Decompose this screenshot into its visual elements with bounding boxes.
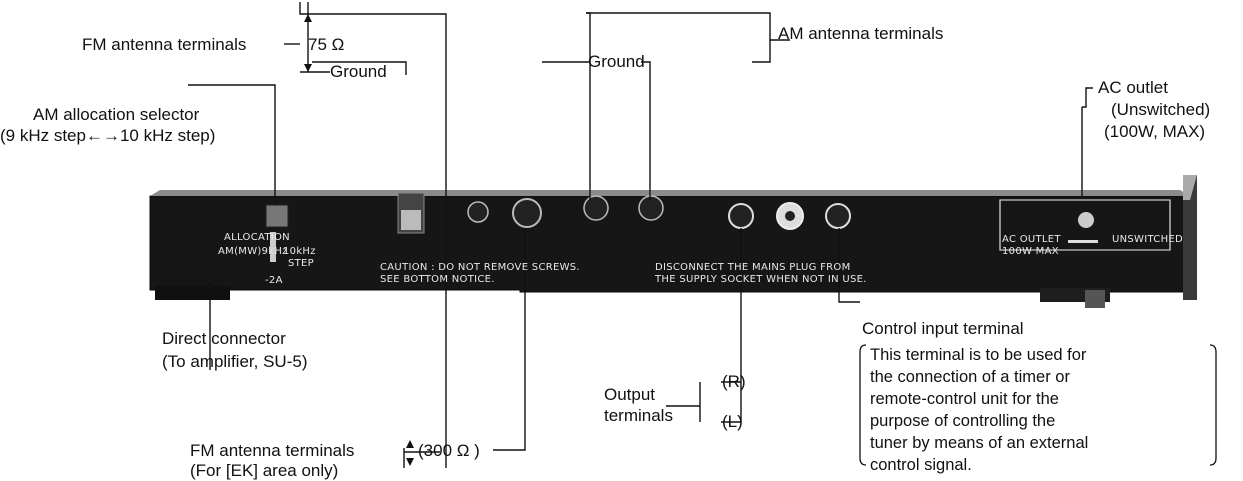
output-r-label: (R) bbox=[722, 372, 746, 391]
output-jack-l-hole bbox=[785, 211, 795, 221]
panel-model: -2A bbox=[265, 275, 283, 286]
am-allocation-line1: AM allocation selector bbox=[33, 105, 200, 124]
ohm-arrow-up bbox=[304, 14, 312, 22]
output-terminals-line2: terminals bbox=[604, 406, 673, 425]
direct-connector-arrow bbox=[204, 282, 216, 294]
ohm-300-label: (300 Ω ) bbox=[418, 441, 480, 460]
ac-outlet-line1: AC outlet bbox=[1098, 78, 1168, 97]
control-input-terminal-label: Control input terminal bbox=[862, 319, 1024, 338]
panel-mains-line1: DISCONNECT THE MAINS PLUG FROM bbox=[655, 262, 851, 273]
ground-right-label: Ground bbox=[588, 52, 645, 71]
output-l-label: (L) bbox=[722, 412, 743, 431]
panel-10khz: 10kHz bbox=[283, 246, 316, 257]
allocation-switch[interactable] bbox=[265, 204, 289, 228]
panel-unswitched: UNSWITCHED bbox=[1112, 234, 1184, 245]
panel-caution-line2: SEE BOTTOM NOTICE. bbox=[380, 274, 495, 285]
control-input-note: This terminal is to be used for the conn… bbox=[870, 344, 1210, 476]
rear-panel-diagram bbox=[149, 2, 1217, 468]
note-line: purpose of controlling the bbox=[870, 412, 1056, 430]
fm-300-ohm-screw-b[interactable] bbox=[512, 198, 542, 228]
am-allocation-line2: (9 kHz step←→10 kHz step) bbox=[0, 126, 216, 145]
ground-left-label: Ground bbox=[330, 62, 387, 81]
ac-outlet-slot bbox=[1068, 240, 1098, 243]
ac-bracket bbox=[999, 200, 1171, 250]
ohm300-arrow-down bbox=[406, 458, 414, 466]
output-jack-r[interactable] bbox=[728, 203, 754, 229]
ohm-75-label: 75 Ω bbox=[308, 35, 345, 54]
fm-antenna-terminals-bottom-label: FM antenna terminals bbox=[190, 441, 355, 460]
note-line: This terminal is to be used for bbox=[870, 346, 1087, 364]
note-bracket-left bbox=[859, 344, 867, 466]
ac-outlet-socket[interactable] bbox=[1078, 212, 1094, 228]
am-antenna-screw[interactable] bbox=[583, 195, 609, 221]
panel-am-mw: AM(MW)9kHz bbox=[218, 246, 288, 257]
ohm300-arrow-up bbox=[406, 440, 414, 448]
allocation-switch-slot bbox=[270, 232, 276, 262]
ac-outlet-line2: (Unswitched) bbox=[1111, 100, 1211, 119]
note-line: control signal. bbox=[870, 456, 972, 474]
control-input-jack[interactable] bbox=[825, 203, 851, 229]
leader-lines bbox=[188, 2, 1093, 468]
am-ground-screw[interactable] bbox=[638, 195, 664, 221]
note-line: the connection of a timer or bbox=[870, 368, 1070, 386]
output-terminals-line1: Output bbox=[604, 385, 656, 404]
panel-step: STEP bbox=[288, 258, 315, 269]
panel-mains-line2: THE SUPPLY SOCKET WHEN NOT IN USE. bbox=[655, 274, 867, 285]
fm-bottom-cut-label: (For [EK] area only) bbox=[190, 461, 339, 480]
panel-ac-100w: 100W MAX bbox=[1002, 246, 1059, 257]
note-line: remote-control unit for the bbox=[870, 390, 1059, 408]
panel-caution-line1: CAUTION : DO NOT REMOVE SCREWS. bbox=[380, 262, 580, 273]
direct-connector-line2: (To amplifier, SU-5) bbox=[162, 352, 308, 371]
fm-antenna-terminals-top-label: FM antenna terminals bbox=[82, 35, 247, 54]
note-bracket-right bbox=[1209, 344, 1217, 466]
note-line: tuner by means of an external bbox=[870, 434, 1089, 452]
panel-allocation: ALLOCATION bbox=[224, 232, 290, 243]
fm-300-ohm-screw-a[interactable] bbox=[467, 201, 489, 223]
direct-connector-line1: Direct connector bbox=[162, 329, 286, 348]
panel-ac-outlet: AC OUTLET bbox=[1002, 234, 1061, 245]
fm-75-ohm-terminal-face bbox=[401, 210, 421, 230]
ohm-arrow-down bbox=[304, 64, 312, 72]
am-antenna-terminals-label: AM antenna terminals bbox=[778, 24, 944, 43]
ac-outlet-line3: (100W, MAX) bbox=[1104, 122, 1206, 141]
